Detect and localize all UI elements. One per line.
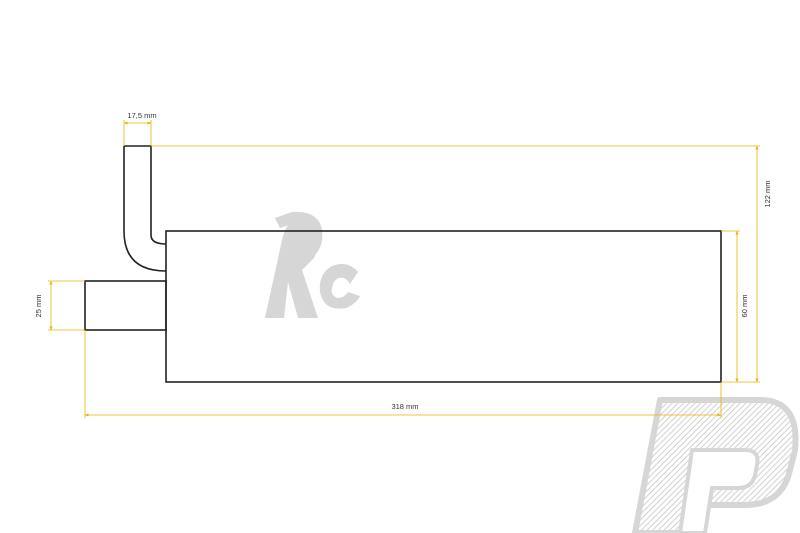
muffler-body xyxy=(165,230,722,383)
body-height-label: 60 mm xyxy=(740,295,749,318)
total-height-label: 122 mm xyxy=(763,180,772,207)
muffler-outline xyxy=(84,145,722,383)
pipe-width-label: 17,5 mm xyxy=(127,111,156,120)
corner-p-logo-watermark xyxy=(632,397,799,533)
total-length-label: 318 mm xyxy=(391,402,418,411)
dimension-lines xyxy=(48,120,760,418)
outlet-pipe xyxy=(84,280,167,331)
inlet-pipe xyxy=(123,145,167,272)
rc-logo-watermark xyxy=(265,211,360,318)
outlet-diameter-label: 25 mm xyxy=(34,295,43,318)
